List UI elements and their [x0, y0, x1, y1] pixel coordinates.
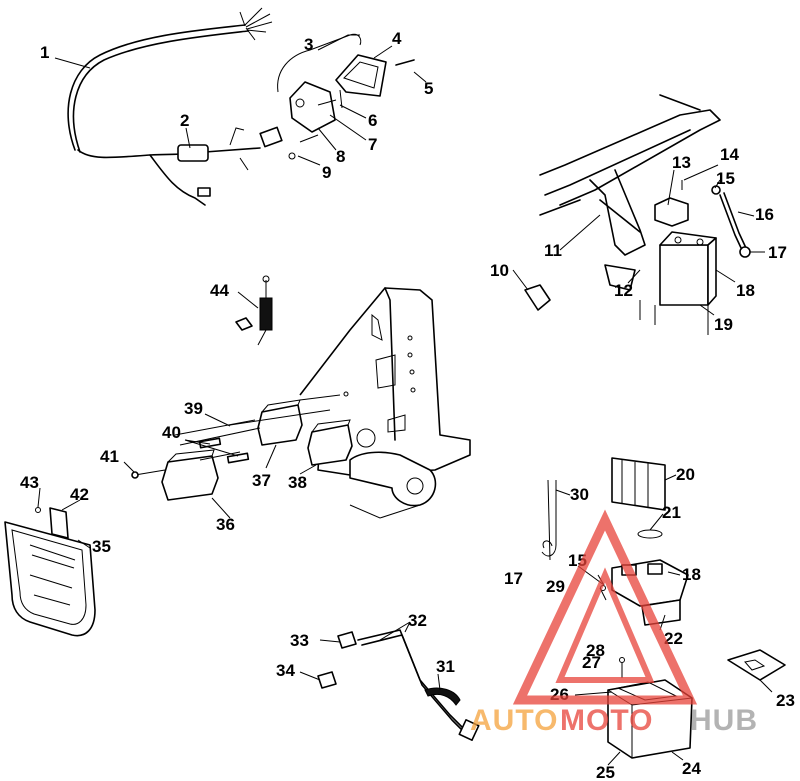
callout-39: 39: [184, 399, 203, 418]
callout-9: 9: [322, 163, 331, 182]
resistor-part: [235, 275, 273, 346]
callout-35: 35: [92, 537, 111, 556]
callout-41: 41: [100, 447, 119, 466]
callout-13: 13: [672, 153, 691, 172]
callout-8: 8: [336, 147, 345, 166]
callout-10: 10: [490, 261, 509, 280]
callout-36: 36: [216, 515, 235, 534]
callout-29: 29: [546, 577, 565, 596]
callout-11: 11: [544, 241, 562, 260]
callout-32: 32: [408, 611, 427, 630]
watermark-auto: AUTO: [470, 704, 558, 737]
callout-6: 6: [368, 111, 377, 130]
callout-17: 17: [768, 243, 787, 262]
callout-34: 34: [276, 661, 295, 680]
callout-18-lower: 18: [682, 565, 701, 584]
wiring-harness: [67, 7, 283, 206]
callout-24: 24: [682, 759, 701, 778]
callout-19: 19: [714, 315, 733, 334]
callout-4: 4: [392, 29, 402, 48]
callout-44: 44: [210, 281, 229, 300]
callout-27: 27: [582, 653, 601, 672]
callout-38: 38: [288, 473, 307, 492]
callout-22: 22: [664, 629, 683, 648]
callout-20: 20: [676, 465, 695, 484]
watermark-logo: AUTO MOTO HUB: [470, 509, 758, 737]
callout-23: 23: [776, 691, 795, 710]
cable-assembly: [317, 629, 480, 742]
callout-30: 30: [570, 485, 589, 504]
watermark-moto: MOTO: [560, 704, 653, 737]
callout-33: 33: [290, 631, 309, 650]
callout-28: 28: [586, 641, 605, 660]
callout-37: 37: [252, 471, 271, 490]
callout-5: 5: [424, 79, 433, 98]
callout-43: 43: [20, 473, 39, 492]
callout-12: 12: [614, 281, 633, 300]
callout-40: 40: [162, 423, 181, 442]
watermark-triangle-icon: [512, 509, 698, 705]
frame-battery-assembly: [524, 94, 751, 335]
callout-31: 31: [436, 657, 455, 676]
watermark-hub: HUB: [690, 704, 758, 737]
callout-2: 2: [180, 111, 189, 130]
tail-light-assembly: [277, 33, 415, 160]
callout-18: 18: [736, 281, 755, 300]
callout-1: 1: [40, 43, 49, 62]
callout-25: 25: [596, 763, 615, 781]
mud-flap-assembly: [4, 507, 96, 637]
callout-21: 21: [662, 503, 681, 522]
callout-3: 3: [304, 35, 313, 54]
leader-lines: [37, 34, 773, 766]
rear-panel-assembly: [131, 287, 471, 519]
callout-15: 15: [716, 169, 735, 188]
callout-labels: 1 2 3 4 5 6 7 8 9 10 11 12 13 14 15 16 1…: [20, 29, 795, 781]
callout-17-lower: 17: [504, 569, 523, 588]
callout-42: 42: [70, 485, 89, 504]
callout-14: 14: [720, 145, 739, 164]
callout-7: 7: [368, 135, 377, 154]
callout-16: 16: [755, 205, 774, 224]
